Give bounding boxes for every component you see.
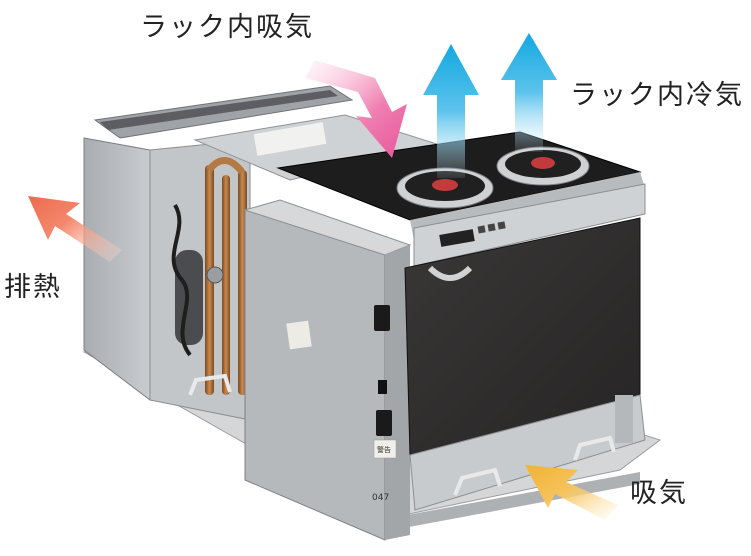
power-socket[interactable] — [376, 410, 392, 436]
model-code: 047 — [372, 493, 389, 503]
copper-pipe-bend — [206, 157, 245, 175]
control-button[interactable] — [477, 225, 486, 234]
rack-intake-label: ラック内吸気 — [140, 12, 314, 43]
intake-label: 吸気 — [630, 478, 688, 509]
valve — [206, 266, 224, 284]
intake-arrow — [525, 465, 618, 520]
exhaust-arrow — [28, 196, 122, 262]
lower-frame — [409, 394, 646, 511]
caution-plate-text: 警告 — [377, 445, 391, 454]
control-button[interactable] — [497, 221, 506, 230]
rear-housing-top-strip — [100, 90, 338, 130]
control-button[interactable] — [487, 223, 496, 232]
digital-display — [439, 229, 475, 247]
rack-intake-arrow — [305, 60, 407, 158]
power-socket[interactable] — [374, 305, 390, 331]
control-strip — [413, 183, 646, 267]
cable-bundle — [171, 203, 192, 357]
side-cabinet — [244, 209, 386, 541]
handle-left — [453, 467, 502, 496]
front-panel-grommet — [427, 265, 473, 281]
frame-leg — [615, 395, 633, 443]
fan-hub — [531, 157, 555, 169]
rack-cool-label: ラック内冷気 — [570, 80, 744, 111]
caution-sticker — [286, 320, 312, 350]
rack-cool-arrow — [423, 44, 479, 178]
switch[interactable] — [378, 380, 387, 394]
copper-pipe — [222, 175, 230, 395]
rack-cool-arrow — [501, 33, 557, 152]
handle-rear — [188, 373, 232, 396]
caution-plate — [373, 439, 397, 459]
spec-label — [253, 122, 327, 156]
fan-hub — [432, 179, 458, 191]
handle-right — [573, 435, 616, 461]
side-cabinet-front — [385, 245, 410, 540]
rear-housing-side — [83, 137, 151, 402]
exhaust-label: 排熱 — [4, 272, 62, 303]
